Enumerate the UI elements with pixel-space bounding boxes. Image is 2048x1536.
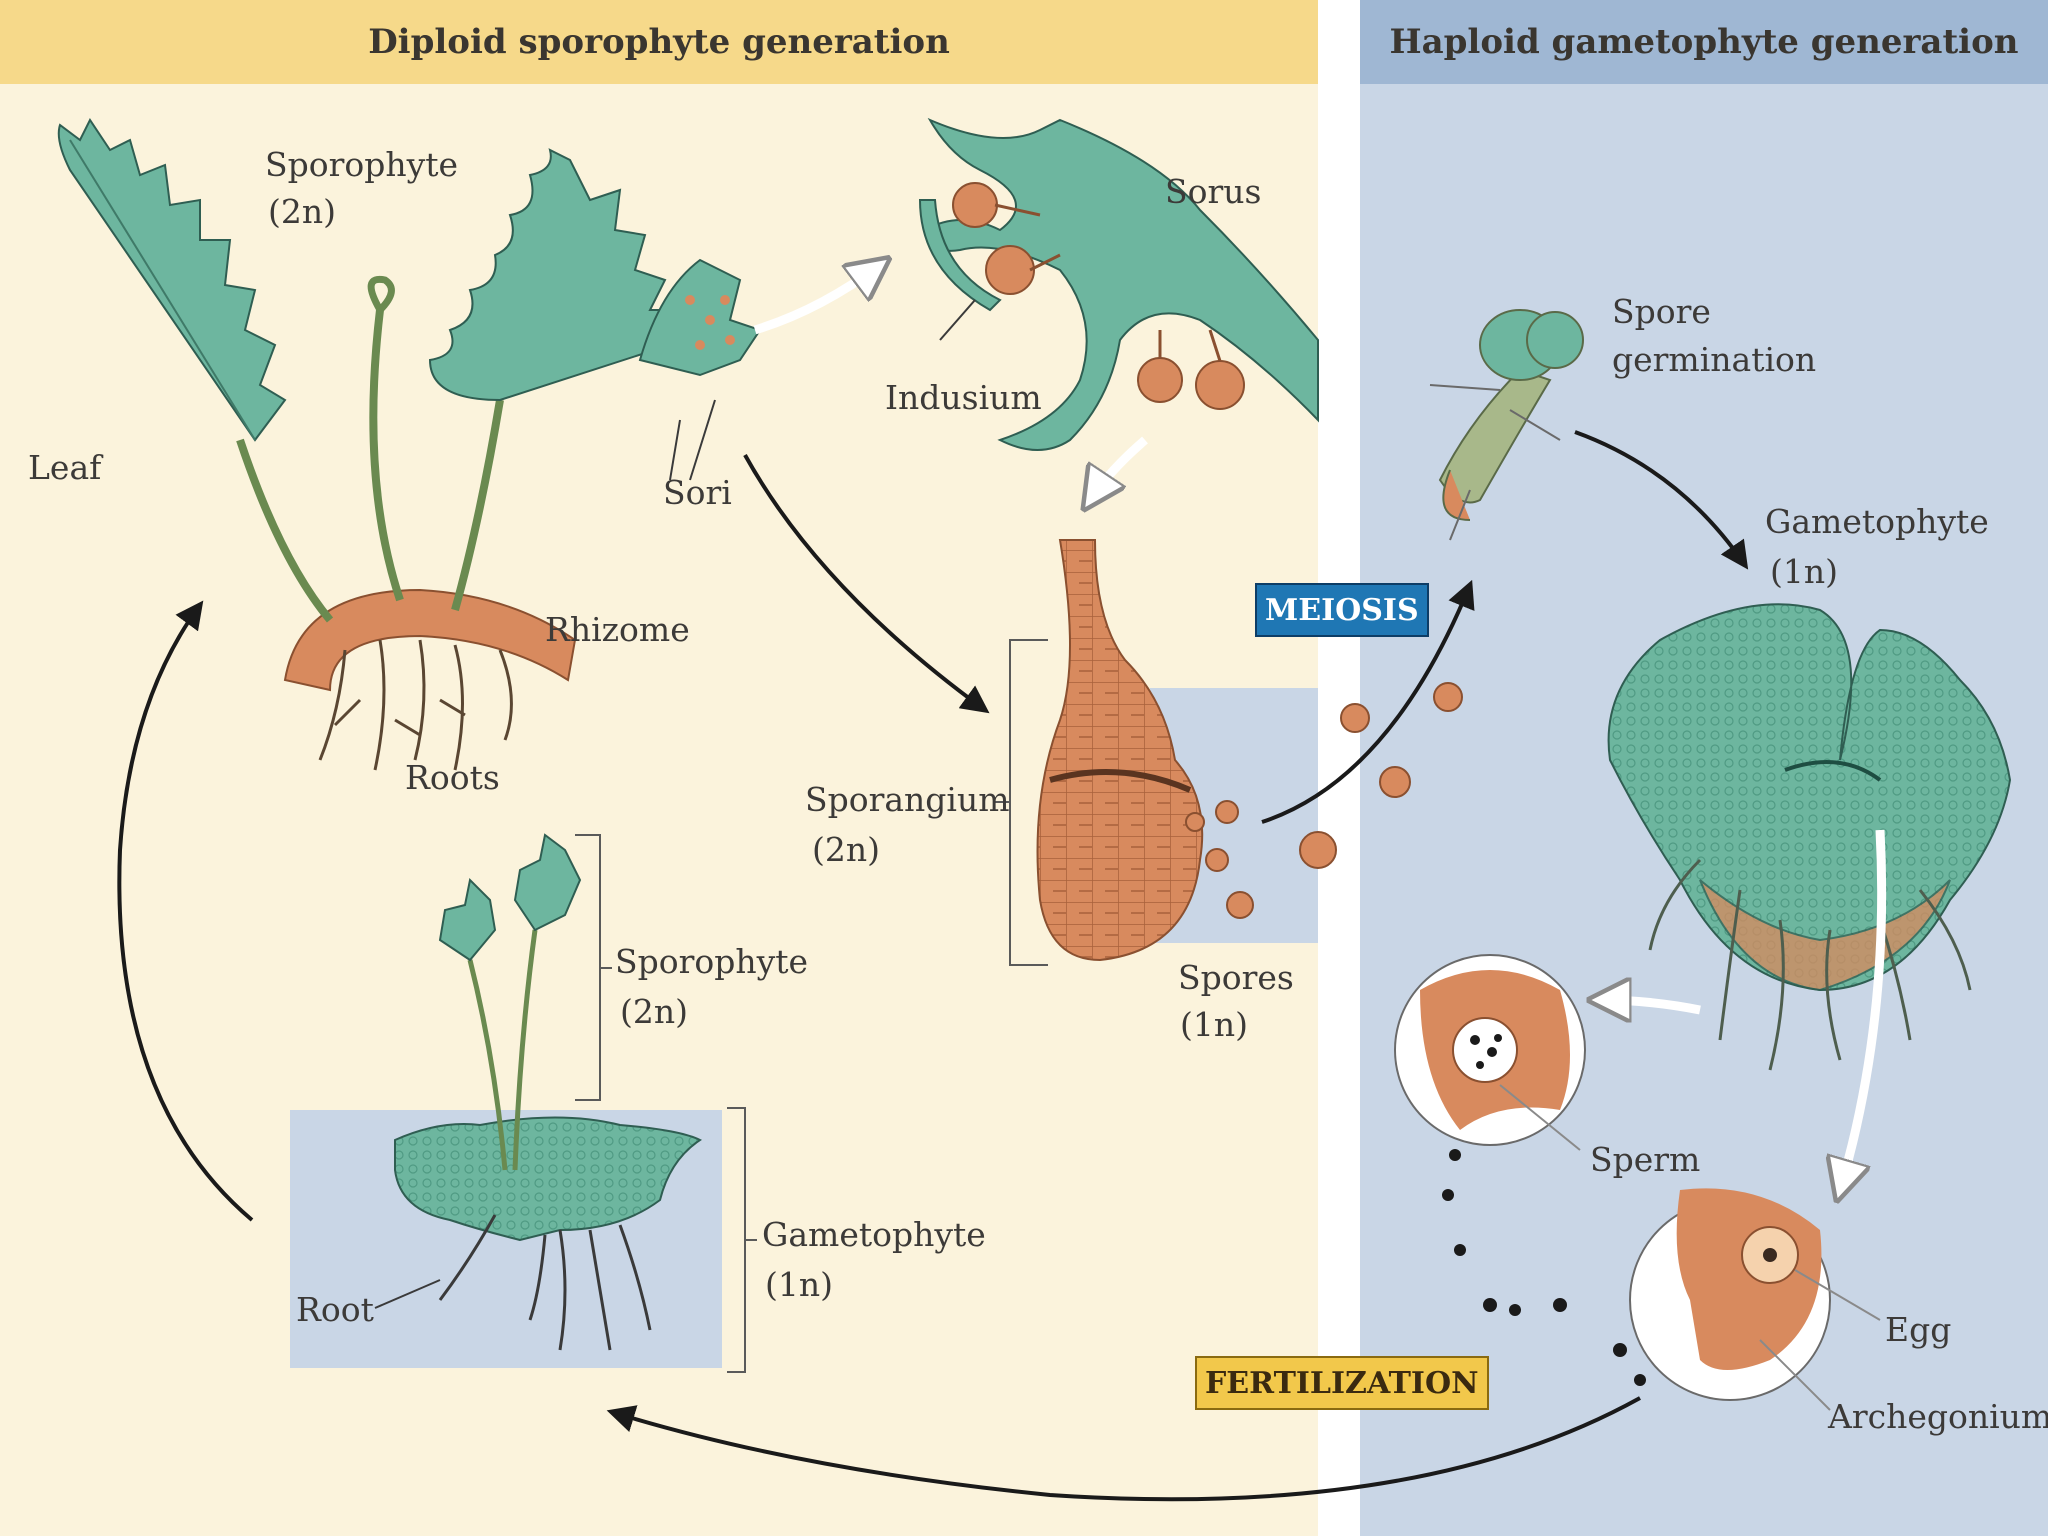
label-spores: Spores [1178, 958, 1294, 997]
sporangium-drawing [995, 539, 1204, 966]
label-spore-germination-line2: germination [1612, 340, 1817, 379]
callout-arrows [753, 265, 1887, 1190]
callout-to-sporangium [1090, 436, 1148, 500]
arrow-germination-to-gametophyte [1574, 430, 1749, 570]
sporangium-bracket [995, 639, 1048, 966]
label-sporophyte-young: Sporophyte [615, 942, 809, 981]
fiddlehead-stem [369, 309, 404, 602]
adult-sporophyte [57, 118, 762, 771]
label-archegonium: Archegonium [1828, 1397, 2048, 1436]
fertilization-badge: FERTILIZATION [1195, 1356, 1489, 1410]
header-diploid: Diploid sporophyte generation [368, 22, 950, 62]
sori-dots [685, 295, 735, 350]
label-root: Root [296, 1290, 374, 1329]
sorus-sporangia [952, 182, 1245, 410]
young-sporophyte [374, 833, 757, 1373]
roots [318, 639, 513, 771]
label-leaf: Leaf [28, 448, 102, 487]
label-sperm: Sperm [1590, 1140, 1701, 1179]
left-frond [57, 118, 287, 442]
label-indusium: Indusium [885, 378, 1042, 417]
callout-to-sorus [753, 265, 880, 335]
archegonium-inset [1629, 1188, 1881, 1411]
indusium-flap [918, 199, 1002, 312]
label-gametophyte-young-ploidy: (1n) [765, 1265, 833, 1304]
indusium-pointer [939, 299, 976, 341]
label-egg: Egg [1885, 1310, 1952, 1349]
root-pointer [374, 1279, 441, 1309]
label-gametophyte-mature: Gametophyte [1765, 502, 1989, 541]
arrow-sori-to-sporangium [743, 454, 990, 714]
label-spores-ploidy: (1n) [1180, 1005, 1248, 1044]
archegonium-pointer [1759, 1339, 1831, 1411]
sori-pointer [669, 399, 716, 481]
cycle-arrows [117, 430, 1749, 1502]
swimming-sperm [1442, 1149, 1646, 1386]
label-spore-germination-line1: Spore [1612, 292, 1711, 331]
label-sporophyte-adult: Sporophyte [265, 145, 459, 184]
antheridium-inset [1394, 954, 1586, 1151]
egg-pointer [1794, 1269, 1881, 1321]
rhizome [283, 588, 577, 692]
right-frond [428, 148, 692, 402]
gametophyte-bracket [727, 1107, 757, 1373]
label-roots: Roots [405, 758, 500, 797]
callout-to-antheridium [1600, 1000, 1701, 1010]
sorus-cross-section [918, 117, 1319, 451]
meiosis-badge: MEIOSIS [1255, 583, 1429, 637]
label-gametophyte-young: Gametophyte [762, 1215, 986, 1254]
diploid-header-bar [0, 0, 1318, 84]
arrow-young-to-adult [117, 600, 254, 1222]
label-sporophyte-young-ploidy: (2n) [620, 992, 688, 1031]
right-frond-stem [451, 399, 504, 612]
label-sorus: Sorus [1165, 172, 1262, 211]
spores [1185, 682, 1463, 919]
callout-to-archegonium [1840, 829, 1887, 1190]
mature-gametophyte [1607, 603, 2012, 1071]
label-gametophyte-mature-ploidy: (1n) [1770, 552, 1838, 591]
label-sori: Sori [663, 473, 732, 512]
young-sporophyte-bracket [575, 834, 612, 1101]
arrow-spores-to-germination [1261, 579, 1475, 824]
leaf-stem [236, 438, 334, 623]
fiddlehead [367, 275, 395, 313]
haploid-header-bar [1360, 0, 2048, 84]
header-haploid: Haploid gametophyte generation [1389, 22, 2019, 62]
sperm-pointer [1499, 1084, 1581, 1151]
label-sporangium-ploidy: (2n) [812, 830, 880, 869]
young-roots [438, 1214, 652, 1351]
label-rhizome: Rhizome [545, 610, 690, 649]
germinating-spore [1429, 309, 1584, 541]
arrow-fertilization-to-young [606, 1396, 1641, 1502]
label-sporophyte-adult-ploidy: (2n) [268, 192, 336, 231]
label-sporangium: Sporangium [805, 780, 1010, 819]
rhizoids [1648, 858, 1972, 1071]
